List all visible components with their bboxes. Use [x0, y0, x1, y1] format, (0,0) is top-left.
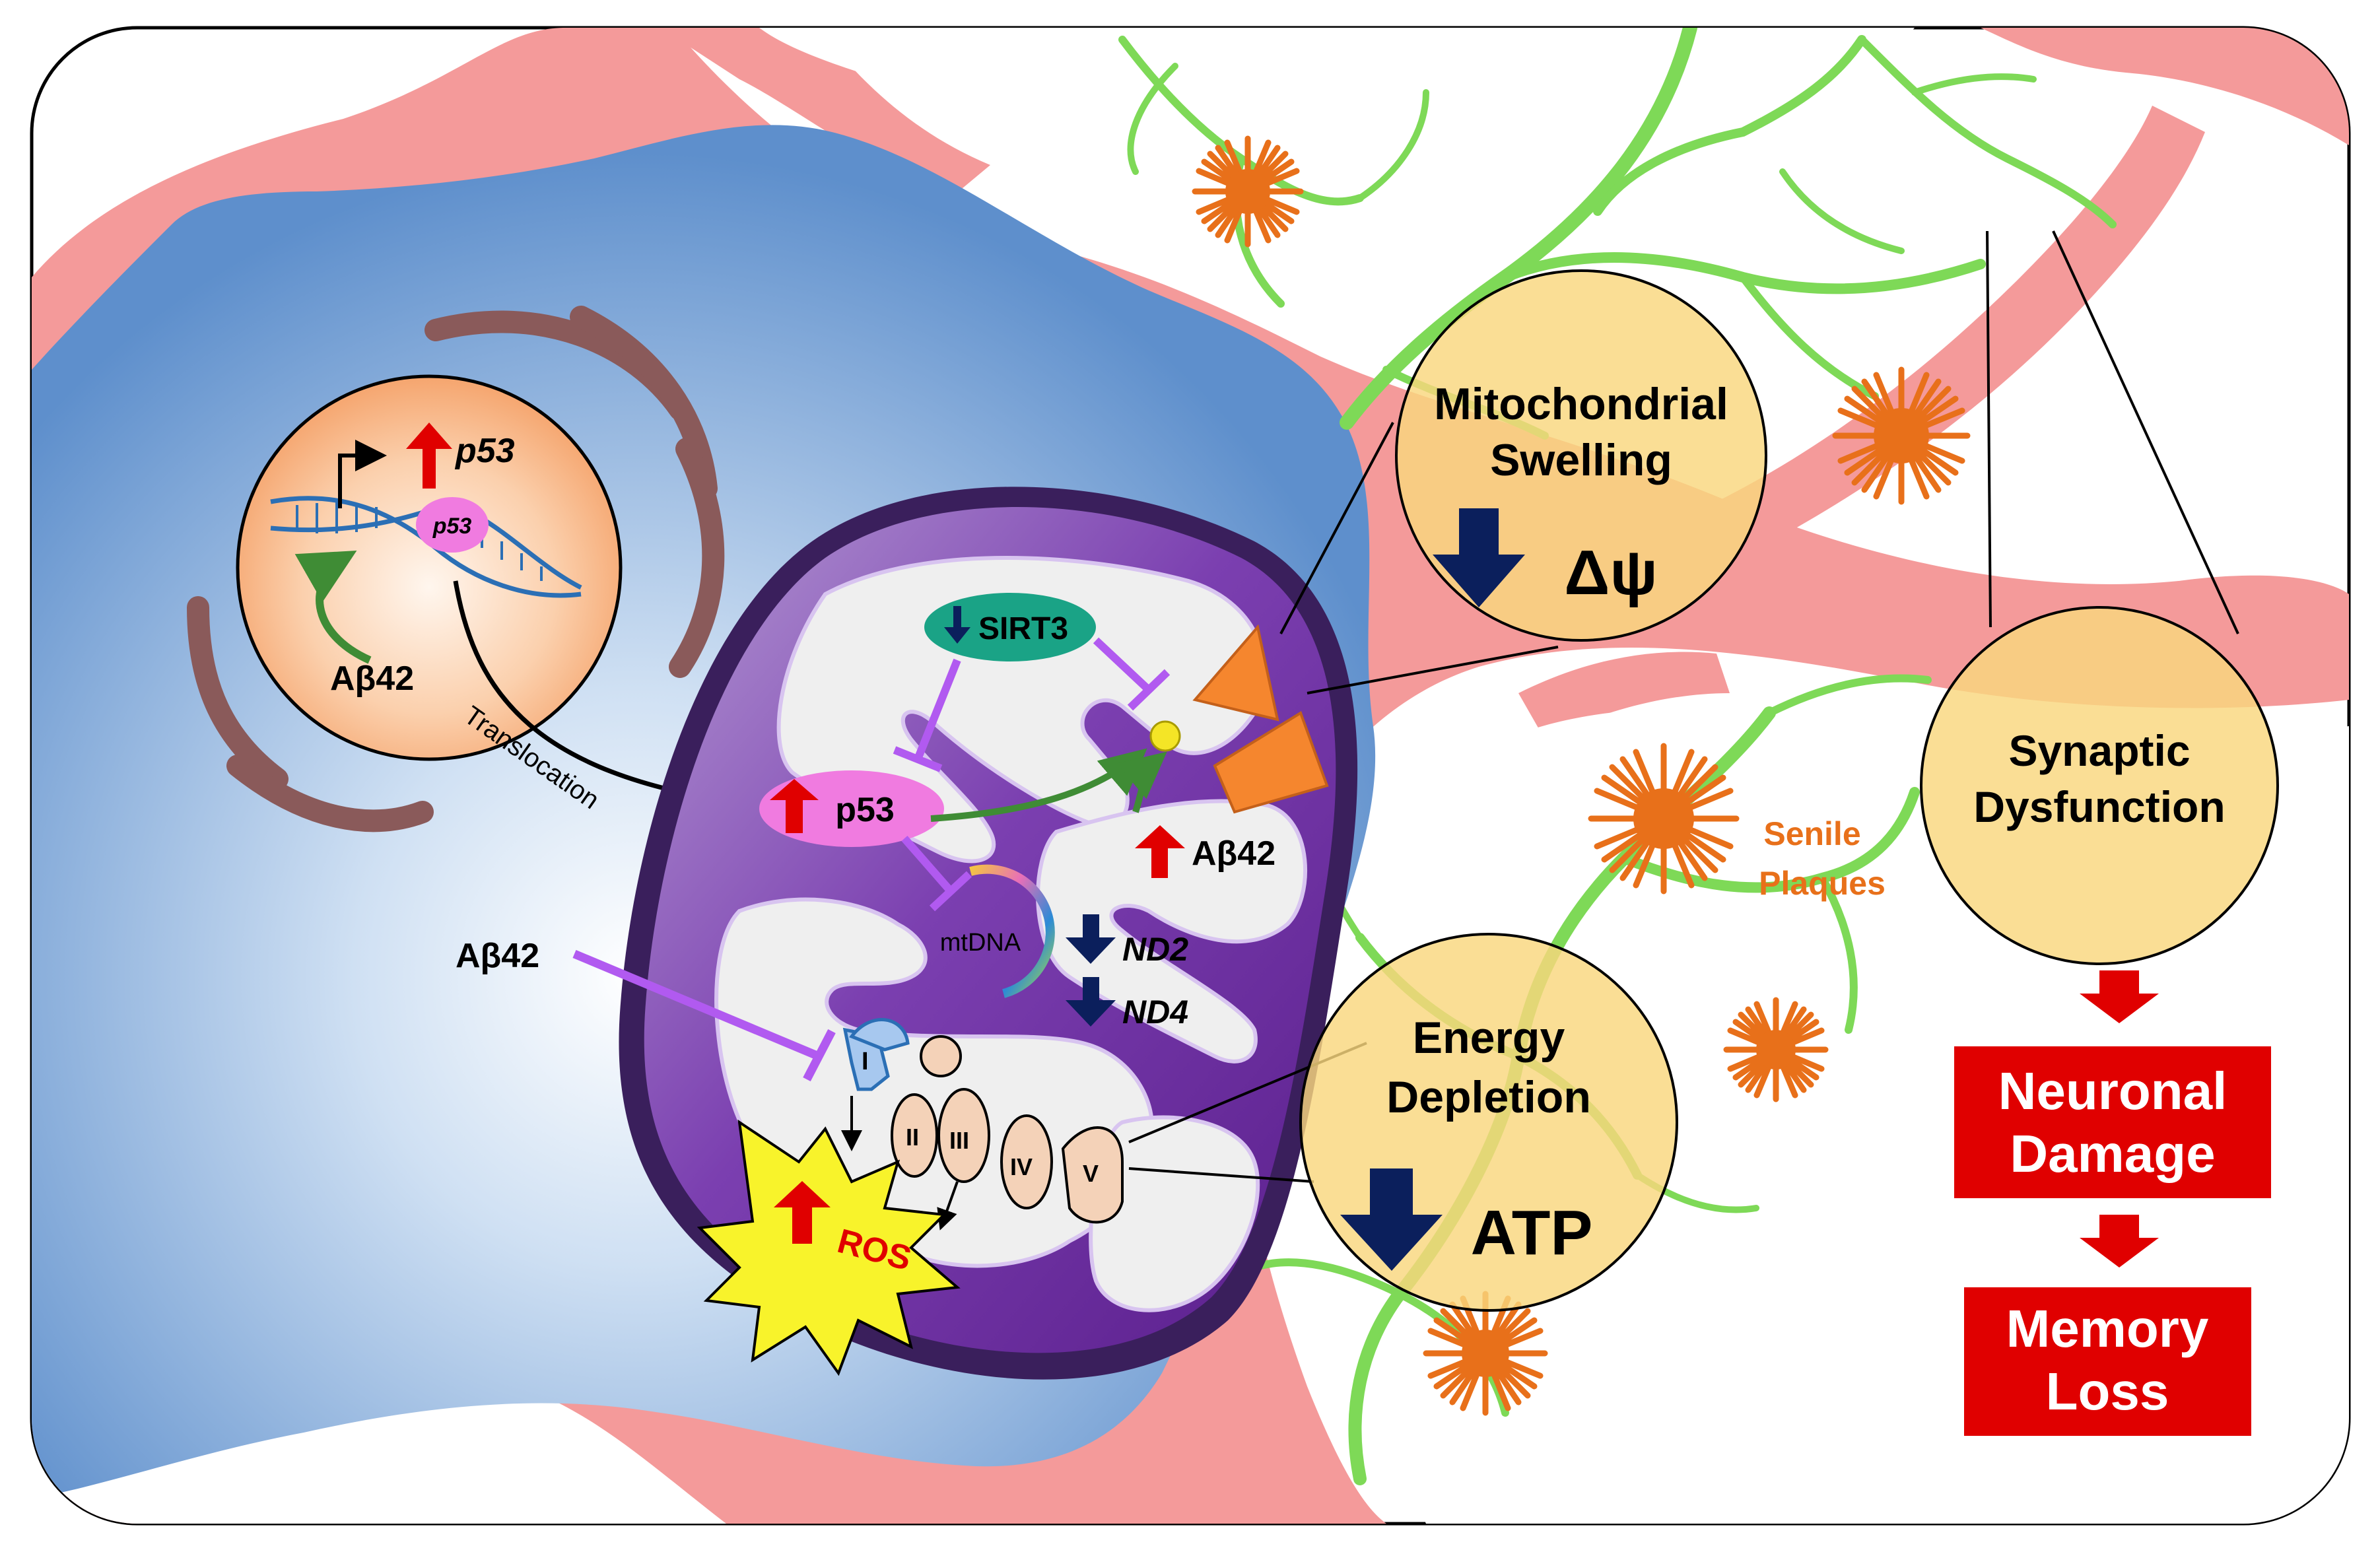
- swelling-line2: Swelling: [1490, 435, 1672, 485]
- complex-v: [1061, 1126, 1124, 1224]
- plaque-2: [1832, 366, 1971, 505]
- p53-protein-nucleus: [416, 497, 489, 553]
- atp-label: ATP: [1471, 1198, 1593, 1268]
- p53-mito-node: p53: [759, 770, 944, 847]
- abeta-complex-inhibition: [572, 950, 836, 1082]
- complex-i-label: I: [862, 1048, 869, 1075]
- etc-complexes: I II III IV V: [842, 1018, 1124, 1224]
- complex-iii: [937, 1088, 990, 1183]
- senile-plaques: [1192, 135, 1971, 1416]
- p53-mito-up-arrow: [770, 779, 819, 833]
- plaques-line2: Plaques: [1759, 865, 1886, 902]
- outcome-1-line1: Neuronal: [1998, 1062, 2227, 1120]
- ros-arrow-2: [937, 1181, 959, 1231]
- endoplasmic-reticulum: [187, 306, 725, 832]
- sirt3-inhibition-lines: [893, 637, 1171, 772]
- complex-iv: [1000, 1114, 1053, 1209]
- bubble-swelling: Mitochondrial Swelling Δψ: [1395, 269, 1767, 642]
- outcome-arrow-1: [2080, 970, 2159, 1023]
- plaques-line1: Senile: [1763, 815, 1860, 852]
- plaque-1: [1192, 135, 1304, 248]
- outcome-2-line2: Loss: [2046, 1362, 2169, 1421]
- complex-iii-label: III: [949, 1127, 969, 1154]
- connector-lines: [1128, 230, 2239, 1183]
- energy-line1: Energy: [1413, 1013, 1565, 1063]
- outcome-arrow-2: [2080, 1215, 2159, 1268]
- p53-mtdna-inhibition: [901, 836, 972, 912]
- p53-gene-up-arrow: [406, 423, 452, 489]
- membrane-branch-far-right: [1981, 28, 2349, 145]
- transcription-arrow: [338, 440, 387, 508]
- abeta-inner-label: Aβ42: [1192, 834, 1275, 873]
- sirt3-down-arrow: [944, 606, 970, 644]
- energy-line2: Depletion: [1386, 1072, 1591, 1122]
- abeta-inner-up-arrow: [1135, 825, 1185, 878]
- atp-down-arrow: [1340, 1168, 1443, 1271]
- synaptic-line1: Synaptic: [2008, 726, 2190, 775]
- membrane-branch-lower: [1518, 652, 1730, 739]
- mtdna-ring: mtDNA: [940, 864, 1055, 998]
- nd4-down-arrow: [1066, 977, 1116, 1027]
- synaptic-line2: Dysfunction: [1973, 782, 2225, 831]
- abeta-outer-label: Aβ42: [456, 937, 539, 975]
- abeta-nucleus-label: Aβ42: [330, 660, 414, 698]
- swelling-line1: Mitochondrial: [1434, 379, 1728, 429]
- p53-gene-label: p53: [454, 432, 515, 470]
- membrane-gap-top: [759, 28, 1915, 269]
- sirt3-label: SIRT3: [978, 611, 1068, 646]
- bubble-energy: Energy Depletion ATP: [1299, 933, 1678, 1312]
- p53-mito-label: p53: [835, 791, 895, 829]
- mtdna-label: mtDNA: [940, 929, 1021, 957]
- membrane-branch-top: [660, 28, 990, 198]
- complex-ii-label: II: [906, 1124, 919, 1151]
- sirt3-node: SIRT3: [924, 593, 1096, 661]
- nd2-down-arrow: [1066, 914, 1116, 964]
- bubble-synaptic: Synaptic Dysfunction: [1920, 606, 2279, 965]
- membrane-branch-right: [1717, 106, 2205, 528]
- abeta-activation-arrow: [294, 551, 372, 664]
- nd4-label: ND4: [1122, 994, 1188, 1031]
- complex-v-label: V: [1083, 1160, 1099, 1187]
- plaque-5: [1423, 1291, 1548, 1416]
- plaque-3: [1588, 743, 1740, 895]
- mitochondrial-pore: [1192, 624, 1329, 814]
- complex-ii: [891, 1093, 938, 1178]
- outcome-2-line1: Memory: [2006, 1299, 2209, 1358]
- outcome-1-line2: Damage: [2010, 1124, 2215, 1183]
- delta-psi-down-arrow: [1433, 508, 1525, 607]
- abeta-to-pore-arrow: [1116, 751, 1167, 813]
- complex-iv-label: IV: [1010, 1153, 1033, 1180]
- plaque-4: [1723, 997, 1829, 1102]
- nd2-label: ND2: [1122, 931, 1188, 968]
- delta-psi-label: Δψ: [1564, 537, 1657, 608]
- outcome-memory-loss: Memory Loss: [1964, 1287, 2251, 1436]
- ion-molecule: [1149, 720, 1181, 752]
- nucleus: p53 p53 Aβ42: [236, 374, 623, 761]
- outcome-neuronal-damage: Neuronal Damage: [1954, 1046, 2271, 1198]
- p53-protein-label: p53: [432, 514, 472, 539]
- ros-up-arrow: [774, 1181, 831, 1244]
- translocation-arrow: [453, 580, 737, 816]
- ros-starburst: ROS: [697, 1119, 961, 1376]
